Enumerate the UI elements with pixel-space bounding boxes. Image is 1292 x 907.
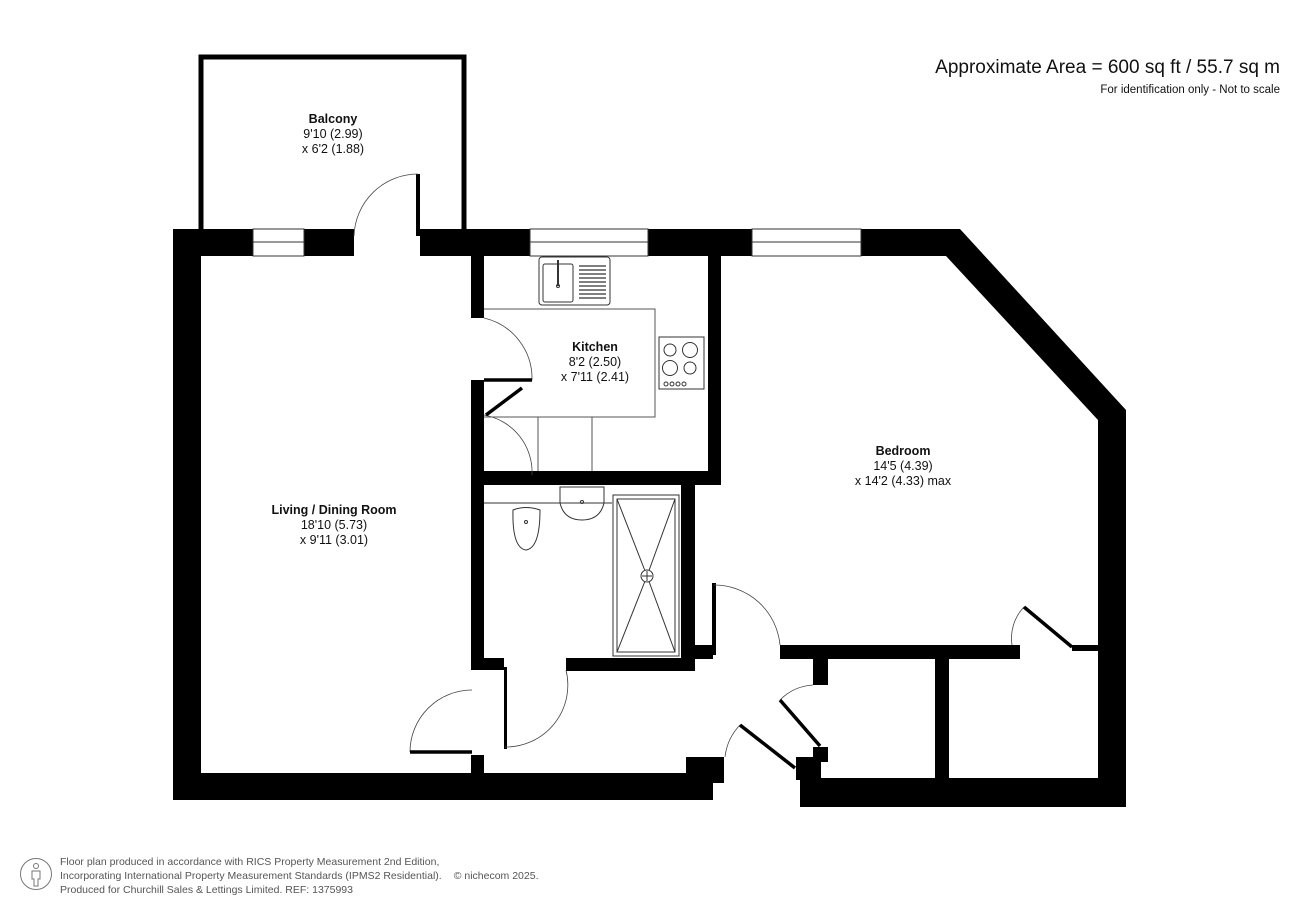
toilet-icon xyxy=(512,507,541,551)
balcony-outline xyxy=(198,54,467,230)
room-dimension: 9'10 (2.99) xyxy=(303,127,363,141)
room-dimension: 18'10 (5.73) xyxy=(300,518,368,532)
room-name: Bedroom xyxy=(875,444,931,458)
balcony-door-jamb xyxy=(416,174,420,236)
room-dimension: 8'2 (2.50) xyxy=(568,355,622,369)
room-dimension: x 9'11 (3.01) xyxy=(299,533,369,547)
kitchen-sink-icon xyxy=(538,256,611,306)
room-name: Kitchen xyxy=(572,340,618,354)
room-name: Balcony xyxy=(308,112,358,126)
exterior-walls xyxy=(173,229,1126,807)
room-label-living-dining: Living / Dining Room 18'10 (5.73) x 9'11… xyxy=(272,503,397,548)
room-label-bedroom: Bedroom 14'5 (4.39) x 14'2 (4.33) max xyxy=(855,444,951,489)
room-dimension: 14'5 (4.39) xyxy=(873,459,933,473)
scale-disclaimer: For identification only - Not to scale xyxy=(1100,84,1280,96)
interior-walls xyxy=(471,256,1098,778)
washbasin-icon xyxy=(559,486,605,521)
hob-icon xyxy=(658,336,705,390)
kitchen-counters xyxy=(484,308,656,471)
door-leaves xyxy=(410,378,1074,770)
shower-tray-icon xyxy=(612,494,680,657)
bathroom-fixtures xyxy=(484,486,680,657)
room-dimension: x 14'2 (4.33) max xyxy=(854,474,952,488)
room-label-kitchen: Kitchen 8'2 (2.50) x 7'11 (2.41) xyxy=(561,340,629,385)
footer-line-1: Floor plan produced in accordance with R… xyxy=(60,856,440,868)
footer-line-3: Produced for Churchill Sales & Lettings … xyxy=(60,884,353,896)
approximate-area: Approximate Area = 600 sq ft / 55.7 sq m xyxy=(935,57,1280,78)
room-dimension: x 7'11 (2.41) xyxy=(560,370,630,384)
copyright: © nichecom 2025. xyxy=(453,870,539,882)
footer-credits: Floor plan produced in accordance with R… xyxy=(60,855,539,897)
windows xyxy=(252,228,862,257)
room-name: Living / Dining Room xyxy=(271,503,397,517)
room-dimension: x 6'2 (1.88) xyxy=(301,142,365,156)
room-label-balcony: Balcony 9'10 (2.99) x 6'2 (1.88) xyxy=(302,112,364,157)
person-in-circle-icon xyxy=(20,858,52,890)
footer-line-2: Incorporating International Property Mea… xyxy=(60,870,442,882)
door-swings xyxy=(353,173,1025,758)
